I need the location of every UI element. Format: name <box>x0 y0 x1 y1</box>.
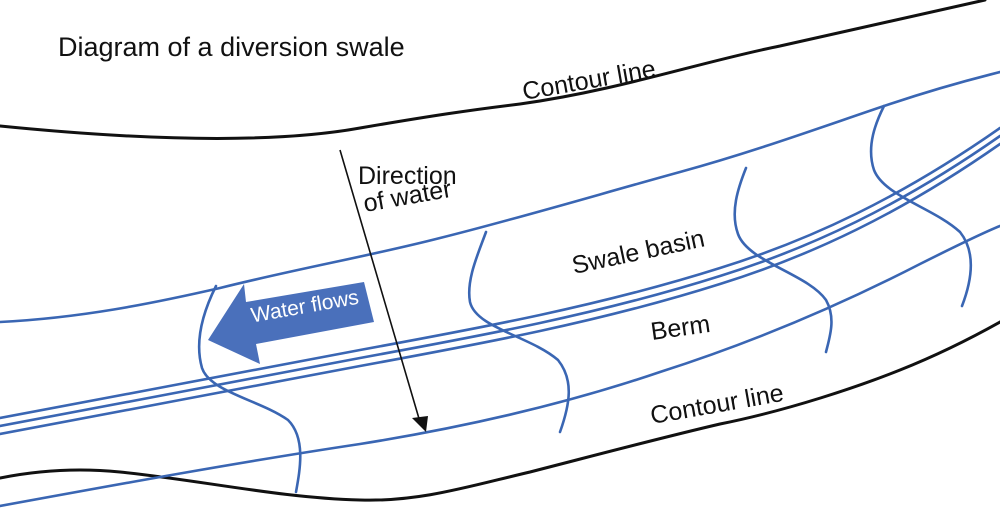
swale-basin-label: Swale basin <box>569 224 707 279</box>
water-path-1 <box>197 284 302 494</box>
upper-contour-label: Contour line <box>520 55 658 106</box>
berm-label: Berm <box>649 310 712 346</box>
lower-contour-line <box>0 320 1000 502</box>
water-path-4 <box>869 104 973 308</box>
lower-contour-label: Contour line <box>648 379 786 430</box>
direction-arrow <box>339 149 428 432</box>
water-flows-arrow-shape <box>208 282 374 364</box>
diagram-title: Diagram of a diversion swale <box>58 32 405 62</box>
direction-label-line1: Direction <box>358 162 457 190</box>
water-path-2 <box>467 230 571 434</box>
berm-lines <box>0 126 1000 436</box>
berm-lower-edge <box>0 224 1000 508</box>
upper-contour-line <box>0 0 987 141</box>
water-path-3 <box>733 166 833 354</box>
swale-upper-edge <box>0 70 1000 324</box>
